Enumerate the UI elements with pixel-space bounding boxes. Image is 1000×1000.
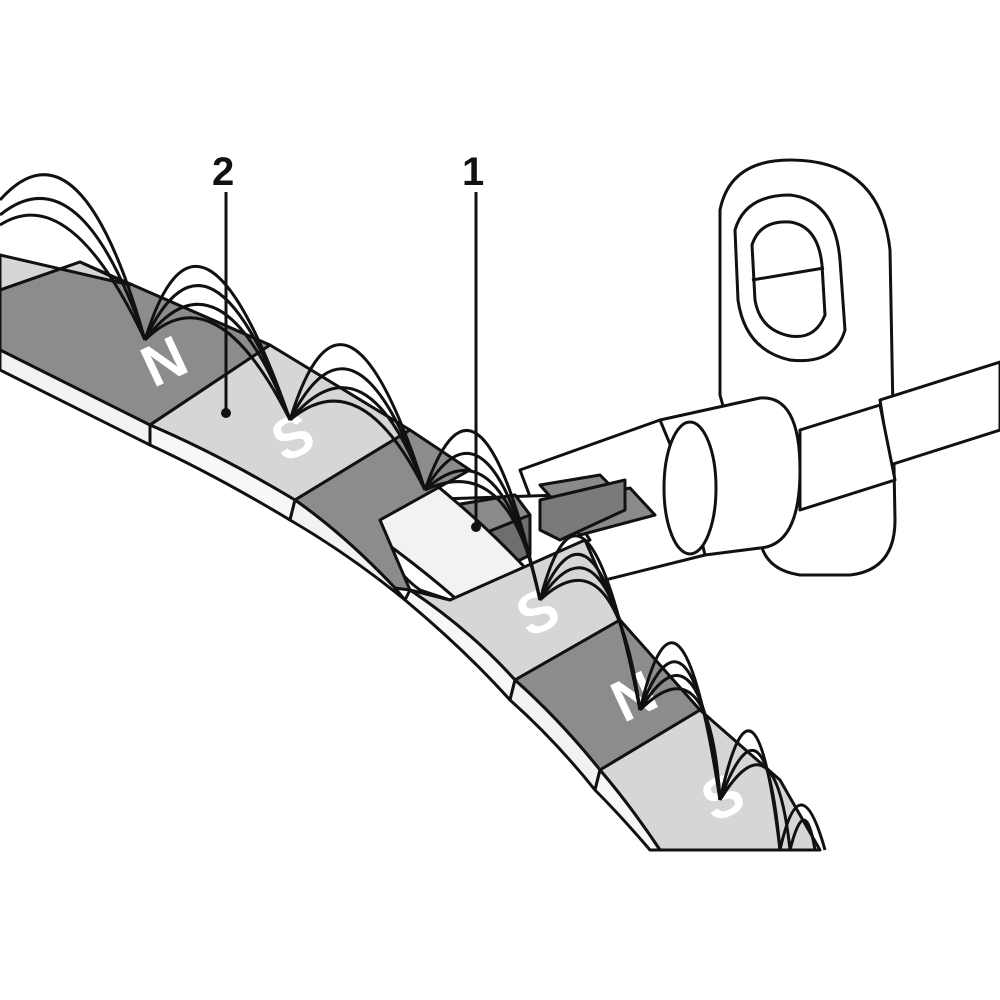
callout-1: 1 (462, 150, 484, 532)
callout-number: 2 (212, 150, 234, 194)
magnetic-field-lines (0, 173, 827, 851)
callout-number: 1 (462, 150, 484, 194)
callout-2: 2 (212, 150, 234, 418)
callout-marker (221, 408, 231, 418)
sensor-cable (878, 360, 1000, 467)
callout-marker (471, 522, 481, 532)
